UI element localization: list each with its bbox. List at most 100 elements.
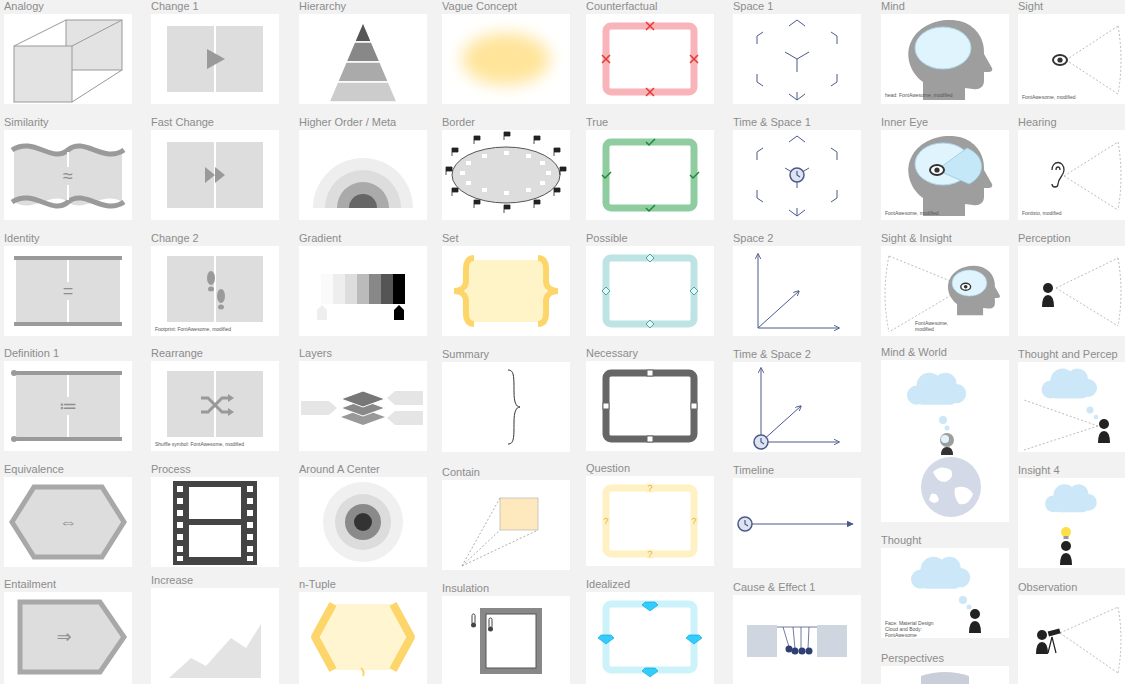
icon-label: Possible [586,232,628,244]
border-ellipse-part [546,171,551,175]
footprint-panel-part [214,256,216,322]
definition-panel-part [14,437,122,441]
border-ellipse-part [526,154,531,158]
idealized-frame-part [606,604,694,670]
card-panel [586,130,714,220]
contain-box-part [462,498,538,566]
layers-stack-part [387,391,423,405]
gradient-swatches-part [369,274,381,304]
shuffle-panel-part [167,371,263,437]
icon-card: ThoughtFace: Material Design Cloud and B… [881,548,1009,638]
gradient-swatches-part [393,274,405,304]
card-panel [4,130,132,220]
border-ellipse-part [554,148,560,156]
film-strip-part-part [177,534,183,540]
icon-card: Entailment⇒ [4,592,132,684]
icon-card: Space 2 [733,246,861,336]
timeline-arrow-part [747,524,853,525]
identity-panel-part [16,260,120,322]
concentric-circles-part [323,482,403,562]
border-ellipse-part [534,136,540,144]
newton-cradle-part [792,648,799,655]
credit-note: Fontisto, modified [1022,210,1061,216]
card-panel [151,246,279,336]
icon-label: Definition 1 [4,347,59,359]
timeline-arrow-part [738,517,752,531]
card-panel [881,14,1009,104]
newton-cradle [747,625,847,657]
idealized-frame-part-part [598,635,614,644]
icon-label: Border [442,116,475,128]
card-panel [1018,130,1125,220]
necessary-frame-part-part [603,403,609,409]
possible-frame [602,254,698,328]
card-panel [881,360,1009,522]
necessary-frame-part [606,373,694,439]
thought-perception-part [1094,415,1098,419]
true-frame-part [602,139,699,211]
icon-card: Summary [442,362,570,452]
credit-note: Face: Material Design Cloud and Body: Fo… [885,620,945,638]
shuffle-panel [167,371,263,437]
meta-arcs-part [313,158,413,208]
perspectives-figure [921,672,969,684]
entailment-arrow-part [20,602,124,672]
card-panel [881,246,1009,336]
card-panel [881,130,1009,220]
relation-symbol: ≈ [61,167,75,185]
border-ellipse-part [482,154,487,158]
gradient-swatches-part [333,274,345,304]
newton-cradle-part [799,648,806,655]
fast-change-panel-part [205,167,215,183]
question-frame-part [606,488,694,554]
space-axes-part [757,20,837,100]
icon-card: Fast Change [151,130,279,220]
icon-card: HearingFontisto, modified [1018,130,1125,220]
coordinate-axes-part [758,328,839,329]
fast-change-panel [167,142,263,208]
border-ellipse-part [504,132,510,140]
icon-label: Mind [881,0,905,12]
time-coordinate-axes-part-part [761,368,762,442]
card-panel [442,362,570,452]
icon-label: Gradient [299,232,341,244]
shuffle-panel-part [228,394,234,402]
counterfactual-frame-part [602,22,698,96]
space-axes [757,20,837,100]
icon-label: Hearing [1018,116,1057,128]
icon-card: Equivalence⇔ [4,477,132,567]
mind-world-part [921,457,981,517]
tuple-brackets-part [361,668,364,676]
sight-eye [1053,26,1121,94]
icon-label: Perspectives [881,652,944,664]
icon-label: n-Tuple [299,578,336,590]
mind-world-part [940,433,954,447]
card-panel [151,361,279,451]
mind-head-part [908,20,992,100]
icon-label: Analogy [4,0,44,12]
card-panel [586,361,714,451]
icon-card: Timeline [733,478,861,568]
icon-label: Cause & Effect 1 [733,581,815,593]
time-space-axes-part [790,168,804,182]
card-panel [1018,362,1125,452]
thought-perception [1024,369,1110,451]
icon-card: Hierarchy [299,14,427,104]
icon-card: Vague Concept [442,14,570,104]
insight-bulb [1045,484,1097,565]
border-ellipse-part [466,161,471,165]
border-ellipse-part [534,200,540,208]
card-panel [733,362,861,452]
footprint-panel [167,256,263,322]
gradient-swatches-part [381,274,393,304]
icon-card: Contain [442,480,570,570]
shuffle-panel-part [201,398,229,412]
hearing-ear-part [1052,163,1064,188]
sight-insight-head-part [961,283,971,290]
card-panel [299,361,427,451]
equivalence-hexagon [12,487,124,557]
change-panel-part [207,49,225,69]
icon-label: Change 1 [151,0,199,12]
definition-panel-part [14,371,122,375]
